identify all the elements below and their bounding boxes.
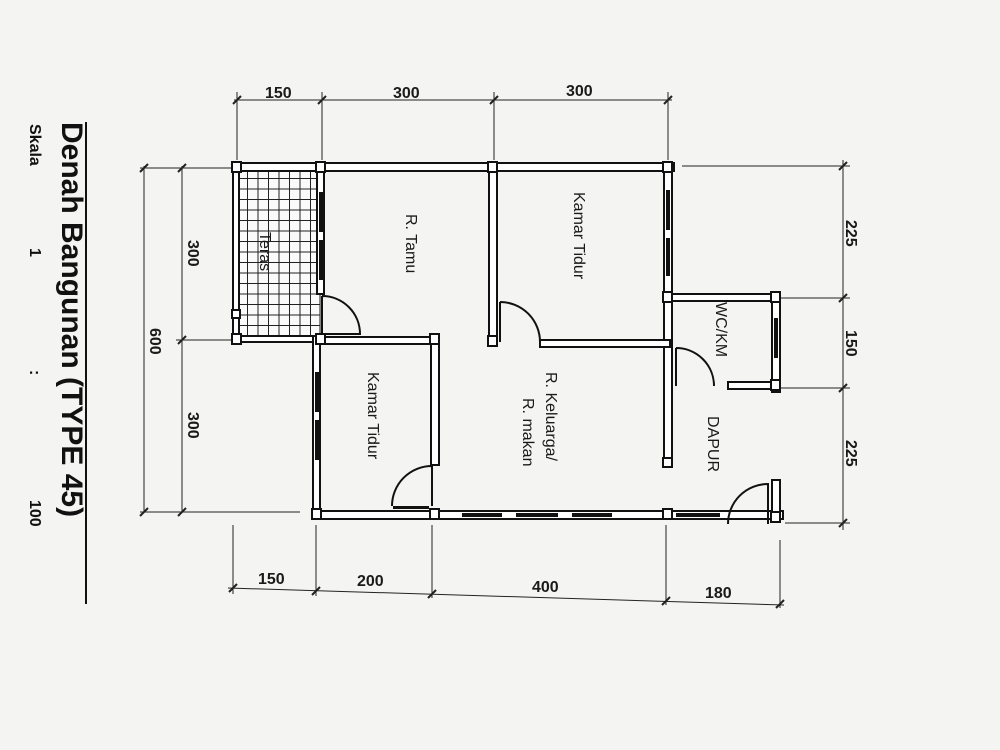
right-dim-1: 225 (842, 220, 859, 247)
room-label-tamu: R. Tamu (402, 214, 419, 273)
top-dimension: 150 300 300 (232, 83, 673, 160)
top-dim-1: 150 (265, 85, 292, 102)
left-dimension: 600 300 300 (139, 163, 300, 517)
room-labels: Teras R. Tamu Kamar Tidur WC/KM Kamar Ti… (256, 192, 729, 472)
bottom-dim-4: 180 (705, 585, 732, 602)
bottom-dim-3: 400 (532, 579, 559, 596)
room-label-teras: Teras (256, 232, 273, 271)
room-label-wc: WC/KM (712, 302, 729, 357)
scale-left: 1 (26, 248, 43, 257)
scale-right: 100 (26, 500, 43, 527)
left-dim-1: 300 (184, 240, 201, 267)
top-dim-3: 300 (566, 83, 593, 100)
top-dim-2: 300 (393, 85, 420, 102)
room-label-keluarga: R. Keluarga/ (542, 372, 559, 461)
scale-label: Skala (26, 124, 43, 166)
right-dim-3: 225 (842, 440, 859, 467)
bottom-dimension: 150 200 400 180 (227, 525, 785, 609)
room-label-makan: R. makan (519, 398, 536, 466)
windows (315, 190, 778, 517)
room-label-kamar-tidur-1: Kamar Tidur (570, 192, 587, 280)
bottom-dim-2: 200 (357, 573, 384, 590)
room-label-kamar-tidur-2: Kamar Tidur (364, 372, 381, 460)
room-label-dapur: DAPUR (704, 416, 721, 472)
left-dim-2: 300 (184, 412, 201, 439)
right-dim-2: 150 (842, 330, 859, 357)
plan-title: Denah Bangunan (TYPE 45) (55, 122, 88, 517)
terrace-tiles (236, 167, 321, 341)
bottom-dim-1: 150 (258, 571, 285, 588)
scale-sep: : (26, 370, 43, 375)
right-dimension: 225 150 225 (682, 160, 859, 530)
doors (321, 295, 769, 525)
columns (231, 161, 781, 523)
left-total: 600 (146, 328, 163, 355)
